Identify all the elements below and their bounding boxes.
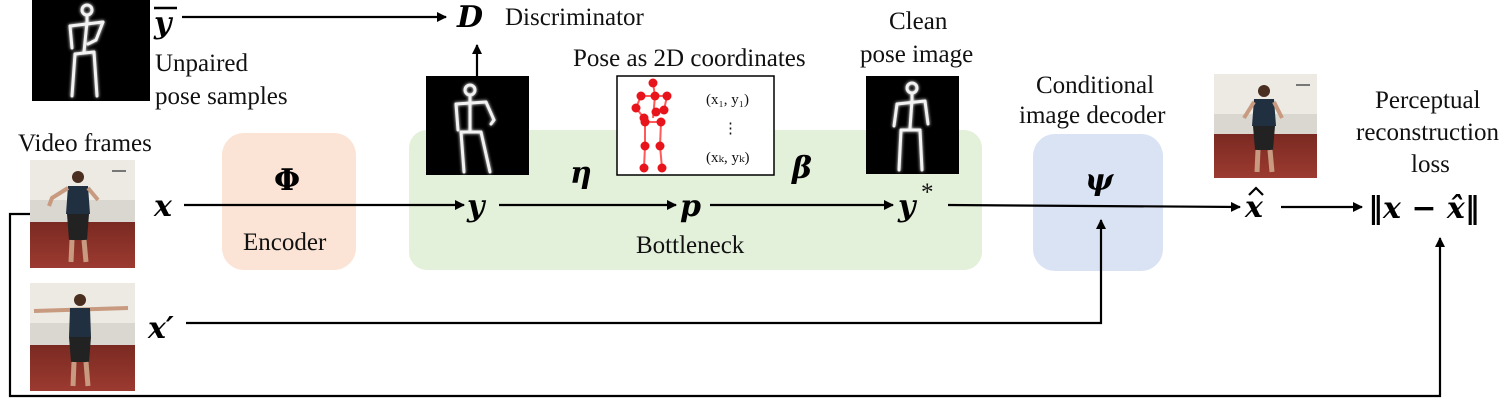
pose-image-label: pose image (860, 41, 973, 68)
perceptual-label: Perceptual (1375, 87, 1481, 114)
video-frame-x-image (30, 160, 135, 268)
coord-last: (xₖ, yₖ) (706, 150, 749, 166)
video-frames-label: Video frames (18, 130, 152, 157)
encoder-label: Encoder (243, 229, 327, 256)
symbol-y: y (466, 189, 487, 224)
bottleneck-label: Bottleneck (636, 232, 745, 259)
symbol-x-prime: x′ (147, 311, 174, 346)
clean-label: Clean (889, 8, 948, 35)
symbol-y-bar: y (153, 6, 174, 41)
symbol-p: p (680, 189, 701, 224)
coord-dots: ⋮ (723, 121, 738, 137)
generated-pose-image (426, 76, 529, 175)
discriminator-label: Discriminator (505, 4, 645, 31)
conditional-label: Conditional (1036, 72, 1154, 99)
unpaired-pose-sample-image (32, 0, 150, 101)
pose-2d-label: Pose as 2D coordinates (573, 45, 806, 72)
unpaired-label: Unpaired (155, 50, 249, 77)
symbol-x: x (153, 189, 173, 224)
symbol-y-star: y (897, 189, 918, 224)
symbol-x-hat: x (1244, 190, 1264, 225)
symbol-psi: ψ (1085, 163, 1115, 198)
clean-pose-image (866, 76, 959, 174)
pose-samples-label: pose samples (155, 83, 288, 110)
loss-label: loss (1411, 151, 1450, 178)
bottleneck-box (409, 130, 982, 270)
arrow-x-skip-to-loss (8, 212, 1445, 398)
image-decoder-label: image decoder (1019, 102, 1166, 129)
symbol-eta: η (570, 156, 592, 191)
symbol-beta: β (791, 151, 812, 186)
pose-coordinates-box: (x₁, y₁) ⋮ (xₖ, yₖ) (616, 75, 775, 176)
symbol-star: * (921, 179, 934, 206)
xhat-hat (1248, 186, 1264, 196)
arrow-xprime-to-decoder (186, 219, 1106, 325)
decoder-box (1033, 134, 1163, 271)
discriminator-symbol: D (456, 0, 483, 35)
reconstruction-label: reconstruction (1356, 119, 1500, 146)
symbol-phi: Φ (274, 163, 300, 198)
reconstructed-frame-image (1214, 74, 1317, 178)
symbol-loss-expression: ‖x − x̂‖ (1368, 191, 1480, 226)
encoder-box (222, 133, 356, 270)
coord-first: (x₁, y₁) (706, 92, 749, 108)
arrow-ystar-to-xhat (947, 201, 1241, 212)
video-frame-x-prime-image (30, 283, 135, 391)
